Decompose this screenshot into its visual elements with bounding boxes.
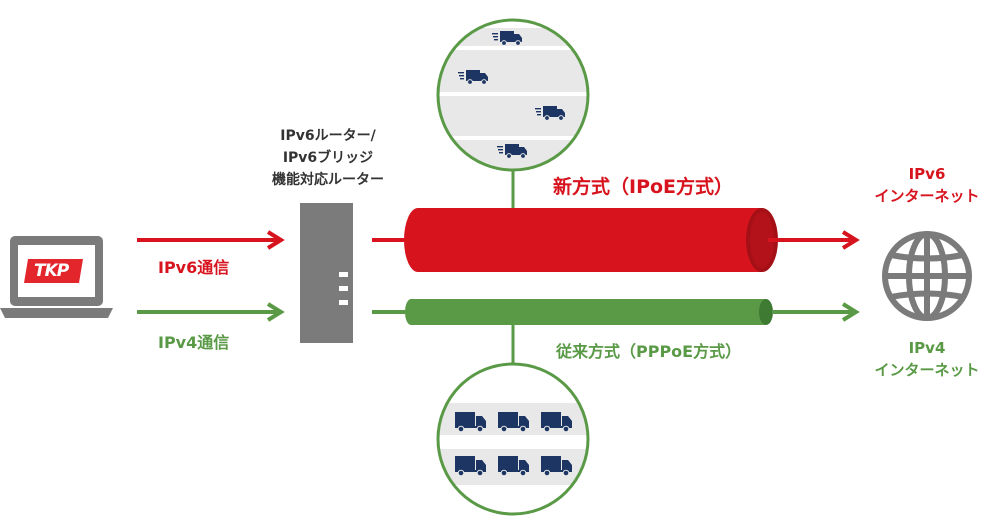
ipv6-comm-label: IPv6通信: [158, 258, 230, 277]
logo-text: TKP: [34, 261, 69, 281]
ipoe-traffic-circle: [436, 18, 590, 172]
router-icon: [300, 203, 353, 343]
ipv4-internet-label: IPv4 インターネット: [868, 337, 986, 381]
ipv6-internet-line2: インターネット: [874, 187, 980, 205]
ipv6-internet-label: IPv6 インターネット: [868, 163, 986, 207]
router-label-line2: IPv6ブリッジ: [282, 150, 374, 166]
ipv4-arrow-right: [772, 302, 860, 322]
pppoe-pipe: [405, 299, 773, 325]
old-method-label: 従来方式（PPPoE方式）: [556, 342, 742, 361]
ipoe-pipe: [404, 208, 778, 272]
ipv6-arrow-right: [768, 230, 860, 250]
globe-icon: [882, 231, 972, 321]
ipv4-internet-line2: インターネット: [874, 361, 980, 379]
router-label: IPv6ルーター/ IPv6ブリッジ 機能対応ルーター: [258, 125, 398, 191]
router-label-line1: IPv6ルーター/: [280, 128, 376, 144]
ipv6-arrow-left: [137, 230, 285, 250]
ipv4-internet-line1: IPv4: [908, 339, 946, 357]
router-label-line3: 機能対応ルーター: [272, 172, 384, 188]
ipv4-comm-label: IPv4通信: [158, 333, 230, 352]
ipv6-internet-line1: IPv6: [908, 165, 946, 183]
laptop-icon: [0, 236, 113, 318]
ipv4-arrow-left: [137, 302, 285, 322]
pppoe-traffic-circle: [436, 362, 590, 516]
new-method-label: 新方式（IPoE方式）: [553, 176, 734, 198]
